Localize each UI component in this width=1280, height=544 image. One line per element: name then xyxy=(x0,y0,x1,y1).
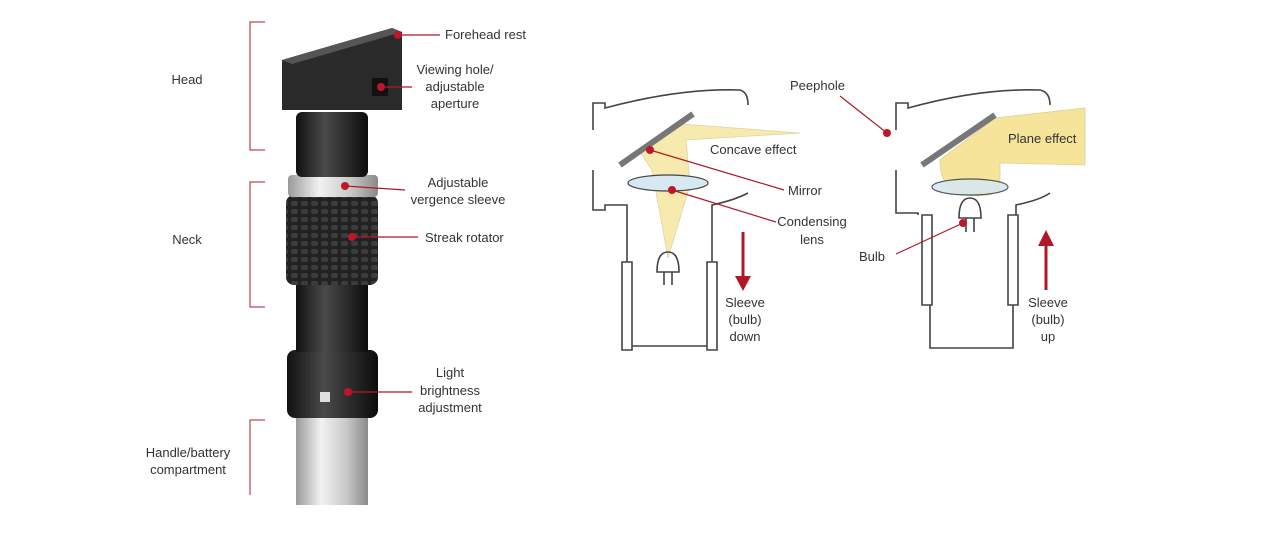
viewing-hole-label: Viewing hole/ xyxy=(416,62,493,77)
mirror xyxy=(618,111,695,168)
vergence-sleeve-label: vergence sleeve xyxy=(411,192,506,207)
condensing-lens-label: lens xyxy=(800,232,824,247)
streak-rotator-label: Streak rotator xyxy=(425,230,504,245)
section-handle-label: Handle/battery xyxy=(146,445,231,460)
retinoscope-device xyxy=(282,28,402,505)
sleeve-down-label: down xyxy=(729,329,760,344)
handle-battery-compartment xyxy=(296,415,368,505)
neck-tube xyxy=(296,112,368,177)
lower-tube xyxy=(296,280,368,352)
streak-rotator xyxy=(286,195,378,285)
vergence-sleeve xyxy=(288,175,378,197)
viewing-hole-label: aperture xyxy=(431,96,479,111)
forehead-rest-label: Forehead rest xyxy=(445,27,526,42)
concave-effect-label: Concave effect xyxy=(710,142,797,157)
viewing-hole-label: adjustable xyxy=(425,79,484,94)
sleeve-down-label: Sleeve xyxy=(725,295,765,310)
section-handle-label: compartment xyxy=(150,462,226,477)
condensing-lens-label: Condensing xyxy=(777,214,846,229)
condensing-lens xyxy=(931,178,1009,196)
brightness-ring xyxy=(287,350,378,418)
device-callouts xyxy=(341,31,440,396)
arrow-up-icon xyxy=(1038,230,1054,290)
light-brightness-label: brightness xyxy=(420,383,480,398)
section-head-label: Head xyxy=(171,72,202,87)
peephole-label: Peephole xyxy=(790,78,845,93)
bulb xyxy=(656,251,680,285)
condensing-lens xyxy=(627,174,709,192)
sleeve-up-label: up xyxy=(1041,329,1055,344)
sleeve-down-label: (bulb) xyxy=(728,312,761,327)
mirror-label: Mirror xyxy=(788,183,823,198)
sleeve-up-label: Sleeve xyxy=(1028,295,1068,310)
vergence-sleeve-label: Adjustable xyxy=(428,175,489,190)
plane-effect-label: Plane effect xyxy=(1008,131,1077,146)
section-neck-label: Neck xyxy=(172,232,202,247)
optics-sleeve-down xyxy=(592,89,801,351)
head-block xyxy=(282,28,402,110)
brightness-indicator xyxy=(320,392,330,402)
arrow-down-icon xyxy=(735,232,751,291)
light-brightness-label: Light xyxy=(436,365,465,380)
mirror xyxy=(920,112,997,168)
section-brackets xyxy=(249,21,265,495)
sleeve-up-label: (bulb) xyxy=(1031,312,1064,327)
bulb-label: Bulb xyxy=(859,249,885,264)
light-brightness-label: adjustment xyxy=(418,400,482,415)
optics-sleeve-up xyxy=(839,89,1086,349)
